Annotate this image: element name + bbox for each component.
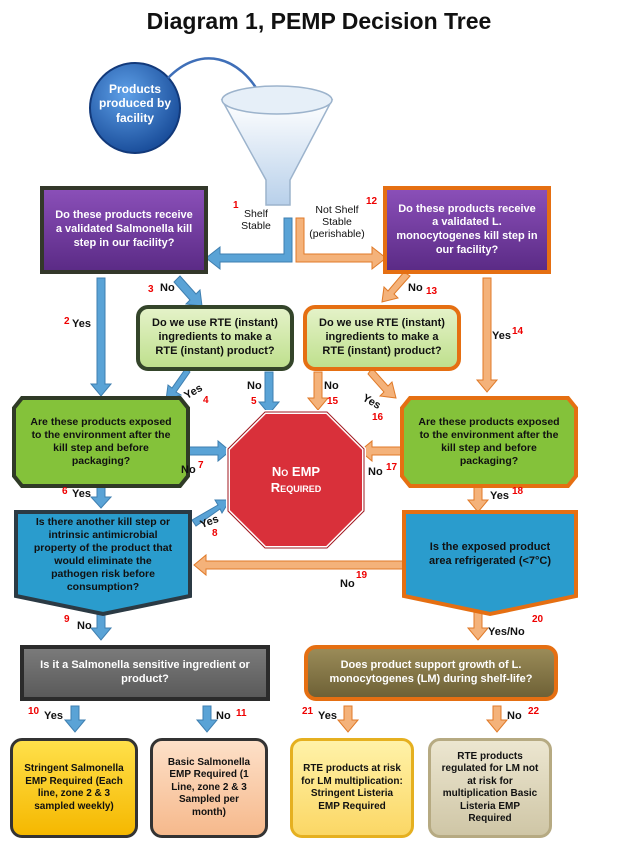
arrow-yes2 [89,277,113,397]
step-number-3: 3 [148,284,154,295]
result-stringent-listeria: RTE products at risk for LM multiplicati… [290,738,414,838]
arrow-no9 [89,611,113,641]
step-number-4: 4 [203,395,209,406]
node-salmonella-kill: Do these products receive a validated Sa… [40,186,208,274]
circle-to-funnel-arrow [167,57,264,99]
edge-yesno20: Yes/No [488,626,525,638]
edge-yes2: Yes [72,318,91,330]
edge-yes18: Yes [490,490,509,502]
node-lm-kill: Do these products receive a validated L.… [383,186,551,274]
edge-no7: No [181,464,196,476]
arrow-yes21 [336,705,360,733]
circle-label: Products produced by facility [98,82,171,125]
step-number-17: 17 [386,462,398,473]
node-rte-right: Do we use RTE (instant) ingredients to m… [303,305,461,371]
arrow-no15 [306,371,330,411]
node-refrigerated: Is the exposed product area refrigerated… [428,541,552,567]
arrow-shelf-stable [205,217,293,271]
funnel-icon [220,85,334,206]
arrow-no19 [193,553,405,577]
node-another-kill: Is there another kill step or intrinsic … [33,515,173,594]
arrow-not-shelf-stable [295,217,387,271]
step-number-15: 15 [327,396,339,407]
node-rte-left: Do we use RTE (instant) ingredients to m… [136,305,294,371]
step-number-11: 11 [236,708,247,719]
arrow-yes16 [367,367,397,399]
step-number-20: 20 [532,614,544,625]
step-number-10: 10 [28,706,40,717]
edge-no19: No [340,578,355,590]
arrow-yes10 [63,705,87,733]
step-number-21: 21 [302,706,314,717]
edge-no9: No [77,620,92,632]
arrow-no5 [257,371,281,415]
arrow-no17 [359,439,403,463]
step-number-18: 18 [512,486,524,497]
refrigerated-shape [402,510,578,617]
node-exposed-left: Are these products exposed to the enviro… [30,415,172,468]
step-number-12: 12 [366,196,378,207]
arrow-no11 [195,705,219,733]
products-circle [89,62,181,154]
step-number-5: 5 [251,396,257,407]
exposed-right-shape [400,396,578,488]
not-shelf-stable-label: Not Shelf Stable (perishable) [309,204,365,240]
diagram-title: Diagram 1, PEMP Decision Tree [146,8,492,34]
edge-yes10: Yes [44,710,63,722]
step-number-14: 14 [512,326,524,337]
node-salmonella-sensitive: Is it a Salmonella sensitive ingredient … [20,645,270,701]
another-kill-shape [14,510,192,617]
edge-no22: No [507,710,522,722]
step-number-13: 13 [426,286,438,297]
result-stringent-salmonella: Stringent Salmonella EMP Required (Each … [10,738,138,838]
step-number-6: 6 [62,486,68,497]
step-number-22: 22 [528,706,540,717]
arrow-yes4 [165,367,191,401]
arrow-yes18 [466,486,490,513]
edge-yes6: Yes [72,488,91,500]
arrow-no22 [485,705,509,733]
result-basic-salmonella: Basic Salmonella EMP Required (1 Line, z… [150,738,268,838]
arrow-yes6 [89,484,113,509]
edge-no3: No [160,282,175,294]
step-number-1: 1 [233,200,239,211]
step-number-8: 8 [212,528,218,539]
node-exposed-right: Are these products exposed to the enviro… [418,415,560,468]
arrow-no3 [173,275,203,307]
node-no-emp: No EMP Required [270,463,322,495]
edge-no13: No [408,282,423,294]
exposed-left-shape [12,396,190,488]
edge-no5: No [247,380,262,392]
arrow-no13 [381,271,411,303]
step-number-9: 9 [64,614,70,625]
edge-yes21: Yes [318,710,337,722]
edge-no15: No [324,380,339,392]
step-number-16: 16 [372,412,384,423]
step-number-7: 7 [198,460,204,471]
edge-no17: No [368,466,383,478]
arrow-yes14 [475,277,499,393]
result-basic-listeria: RTE products regulated for LM not at ris… [428,738,552,838]
edge-no11: No [216,710,231,722]
shelf-stable-label: Shelf Stable [241,208,271,232]
step-number-19: 19 [356,570,368,581]
node-lm-growth: Does product support growth of L. monocy… [304,645,558,701]
edge-yes14: Yes [492,330,511,342]
step-number-2: 2 [64,316,70,327]
